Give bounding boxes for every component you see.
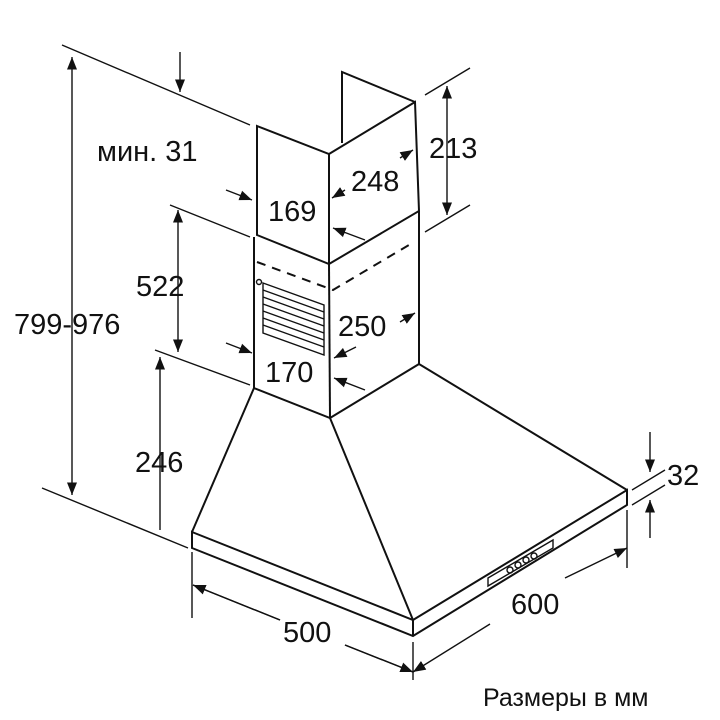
label-lower-chimney-width: 170 — [265, 357, 313, 389]
label-hood-depth: 500 — [283, 617, 331, 649]
caption-units: Размеры в мм — [483, 684, 648, 712]
vent-grille — [262, 282, 325, 356]
label-lower-chimney-depth: 250 — [338, 311, 386, 343]
label-upper-chimney-depth: 248 — [351, 166, 399, 198]
label-hood-height: 246 — [135, 447, 183, 479]
label-hood-width: 600 — [511, 589, 559, 621]
label-upper-chimney-width: 169 — [268, 196, 316, 228]
label-total-height: 799-976 — [14, 309, 120, 341]
control-panel — [487, 538, 554, 588]
label-lower-chimney-height: 522 — [136, 271, 184, 303]
label-canopy-thickness: 32 — [667, 460, 699, 492]
label-upper-chimney-height: 213 — [429, 133, 477, 165]
label-min-31: мин. 31 — [97, 136, 198, 168]
dimension-lines — [41, 44, 666, 680]
hood-canopy — [191, 363, 628, 638]
